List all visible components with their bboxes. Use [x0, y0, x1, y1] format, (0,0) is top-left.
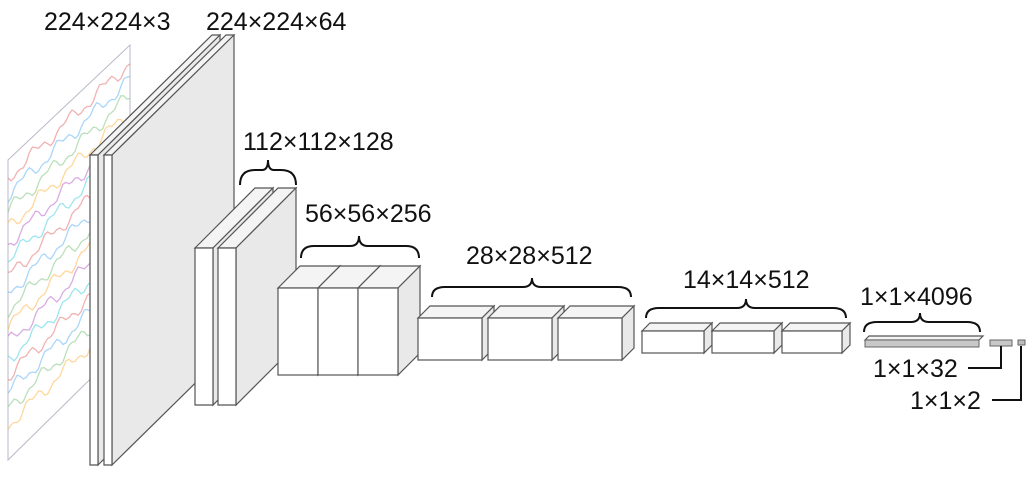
label-fc1: 1×1×4096 — [860, 283, 973, 311]
label-conv2: 112×112×128 — [243, 128, 394, 156]
signal-line — [7, 75, 131, 203]
conv5-brace — [645, 298, 847, 319]
label-conv5: 14×14×512 — [683, 266, 810, 294]
conv3-brace — [300, 235, 420, 259]
fc3-bar — [1017, 339, 1026, 346]
label-conv4: 28×28×512 — [466, 242, 593, 270]
signal-line — [7, 95, 131, 213]
conv2-brace — [239, 159, 297, 186]
signal-line — [7, 115, 131, 225]
fc1-brace — [863, 312, 981, 333]
fc2-leader — [968, 346, 1002, 369]
conv4-brace — [431, 277, 632, 298]
fc2-bar — [989, 339, 1013, 347]
label-conv3: 56×56×256 — [305, 200, 432, 228]
label-input: 224×224×3 — [44, 8, 171, 36]
conv4-block — [416, 304, 636, 362]
conv2-block — [193, 186, 298, 407]
conv5-block — [640, 321, 852, 355]
label-conv1: 224×224×64 — [206, 8, 347, 36]
fc1-bar — [863, 335, 985, 348]
fc3-leader — [992, 346, 1022, 401]
conv3-block — [276, 264, 422, 377]
signal-line — [7, 63, 131, 182]
label-fc3: 1×1×2 — [910, 387, 981, 415]
label-fc2: 1×1×32 — [873, 355, 958, 383]
